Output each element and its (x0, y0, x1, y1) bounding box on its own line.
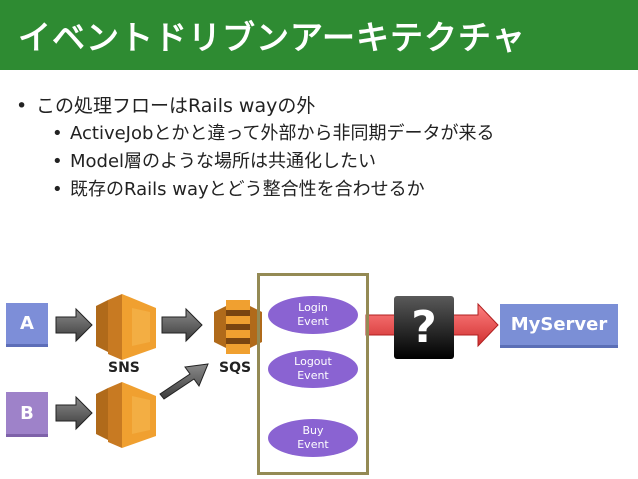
sqs-icon (214, 300, 262, 354)
myserver-box: MyServer (500, 304, 618, 348)
bullet-item: • この処理フローはRails wayの外 (16, 92, 495, 120)
bullet-dot-icon: • (16, 95, 28, 117)
sqs-label: SQS (219, 360, 252, 376)
source-a-box: A (6, 303, 48, 347)
arrow-sns-to-sqs-icon (161, 307, 203, 343)
buy-event: Buy Event (268, 419, 358, 457)
arrow-sns2-to-sqs-icon (159, 363, 209, 400)
logout-event: Logout Event (268, 350, 358, 388)
login-event: Login Event (268, 296, 358, 334)
bullet-text: この処理フローはRails wayの外 (36, 95, 316, 117)
architecture-diagram: A B SNS SQS Login Event Logout Event Buy… (0, 268, 638, 479)
sns-icon (96, 382, 156, 448)
bullet-text: 既存のRails wayとどう整合性を合わせるか (70, 179, 425, 200)
source-b-box: B (6, 392, 48, 437)
sub-bullet-item: • Model層のような場所は共通化したい (52, 148, 495, 176)
bullet-dot-icon: • (52, 151, 63, 172)
bullet-dot-icon: • (52, 179, 63, 200)
bullet-text: Model層のような場所は共通化したい (70, 151, 377, 172)
arrow-a-to-sns-icon (55, 307, 93, 343)
event-container (257, 273, 369, 475)
arrow-b-to-sns-icon (55, 395, 93, 431)
unknown-box: ? (394, 296, 454, 359)
bullet-list: • この処理フローはRails wayの外 • ActiveJobとかと違って外… (16, 92, 495, 204)
sns-icon (96, 294, 156, 360)
sub-bullet-item: • 既存のRails wayとどう整合性を合わせるか (52, 176, 495, 204)
sub-bullet-item: • ActiveJobとかと違って外部から非同期データが来る (52, 120, 495, 148)
bullet-text: ActiveJobとかと違って外部から非同期データが来る (70, 123, 495, 144)
slide-title: イベントドリブンアーキテクチャ (0, 0, 638, 70)
bullet-dot-icon: • (52, 123, 63, 144)
sns-label: SNS (108, 360, 140, 376)
